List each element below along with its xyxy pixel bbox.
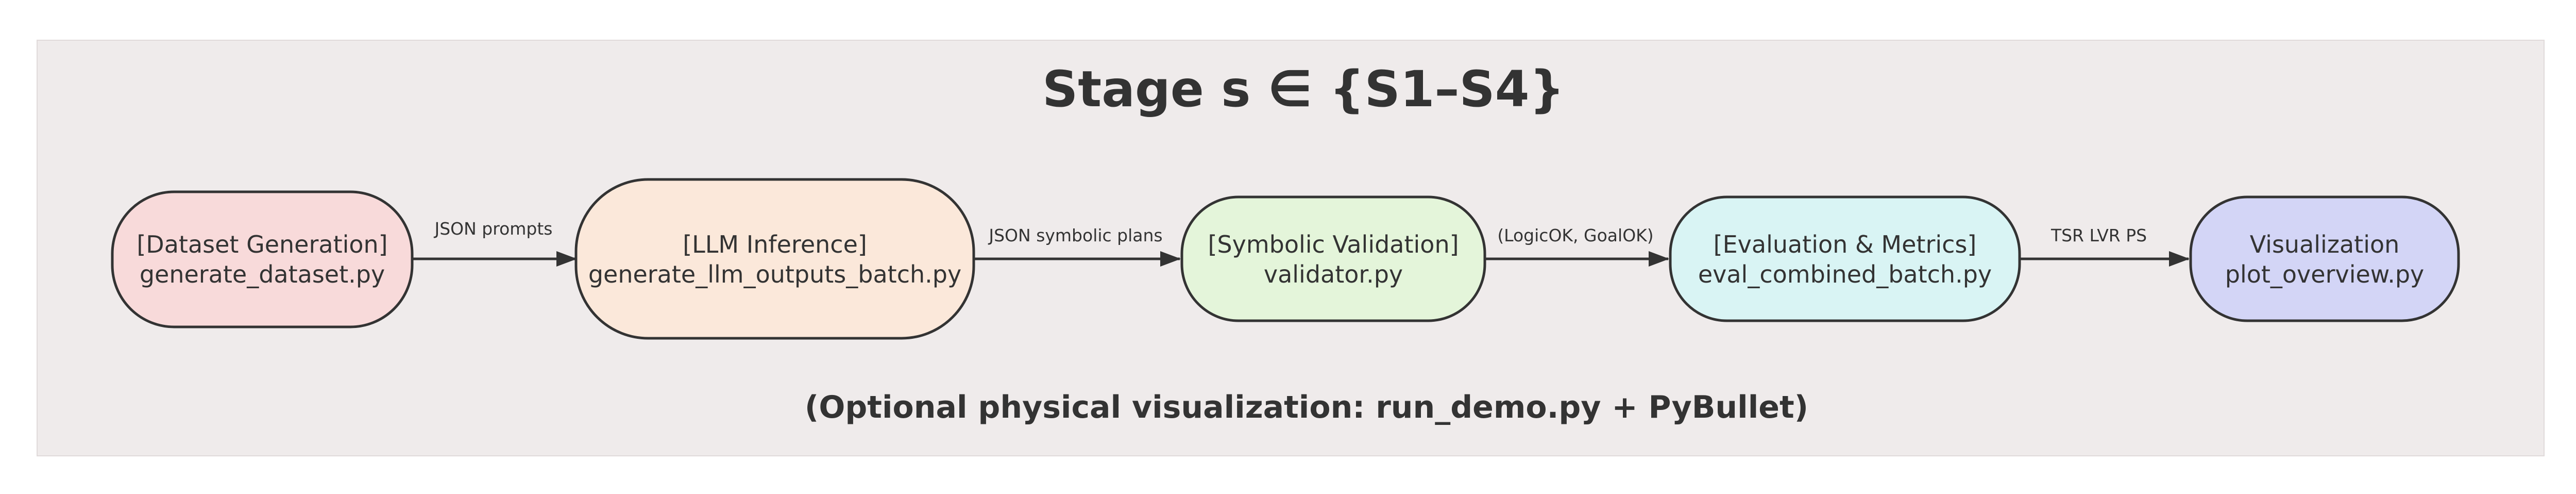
stage-title: Stage s ∈ {S1–S4} [1042,60,1565,118]
edge-label-validation-to-evaluation: (LogicOK, GoalOK) [1497,225,1653,245]
node-dataset-generation-file: generate_dataset.py [140,260,385,288]
node-evaluation-metrics: [Evaluation & Metrics] eval_combined_bat… [1669,195,2021,322]
node-symbolic-validation-title: [Symbolic Validation] [1208,230,1459,258]
node-symbolic-validation-file: validator.py [1264,260,1403,288]
node-visualization-file: plot_overview.py [2225,260,2425,288]
node-llm-inference: [LLM Inference] generate_llm_outputs_bat… [574,178,975,340]
node-evaluation-metrics-file: eval_combined_batch.py [1698,260,1992,288]
node-symbolic-validation: [Symbolic Validation] validator.py [1180,195,1486,322]
node-visualization: Visualization plot_overview.py [2189,195,2460,322]
edge-label-evaluation-to-visualization: TSR LVR PS [2050,225,2147,245]
footer-note: (Optional physical visualization: run_de… [805,389,1808,425]
node-llm-inference-box [574,178,975,340]
node-evaluation-metrics-title: [Evaluation & Metrics] [1714,230,1977,258]
node-llm-inference-file: generate_llm_outputs_batch.py [588,260,961,288]
edge-label-llm-to-validation: JSON symbolic plans [988,225,1162,245]
edge-label-dataset-to-llm: JSON prompts [433,219,552,239]
node-visualization-title: Visualization [2250,230,2400,258]
node-dataset-generation: [Dataset Generation] generate_dataset.py [111,190,414,328]
node-dataset-generation-box [111,190,414,328]
node-llm-inference-title: [LLM Inference] [683,230,867,258]
node-visualization-box [2189,195,2460,322]
node-dataset-generation-title: [Dataset Generation] [137,230,387,258]
node-evaluation-metrics-box [1669,195,2021,322]
node-symbolic-validation-box [1180,195,1486,322]
